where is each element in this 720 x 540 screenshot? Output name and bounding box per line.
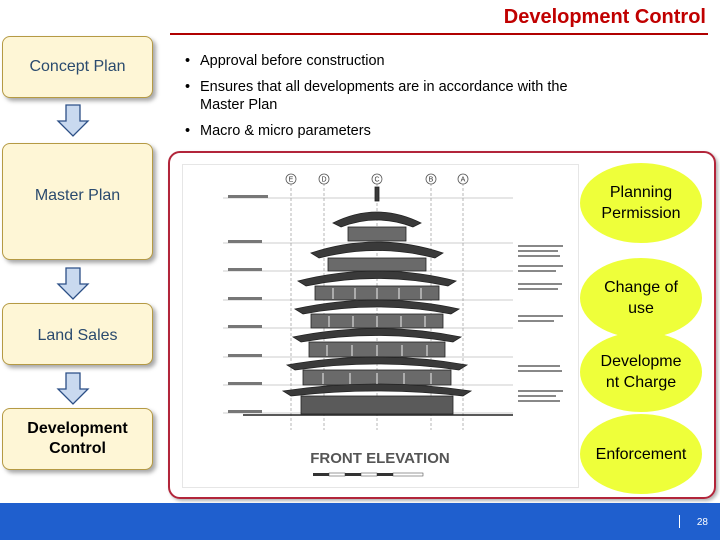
svg-text:A: A — [461, 177, 466, 184]
control-change-of-use[interactable]: Change of use — [580, 258, 702, 338]
drawing-caption: FRONT ELEVATION — [310, 450, 449, 467]
svg-text:C: C — [374, 177, 379, 184]
stage-label: Master Plan — [34, 186, 121, 204]
page-number: 28 — [696, 517, 708, 528]
footer-bar: 28 — [0, 503, 720, 540]
stage-label: Concept Plan — [29, 58, 126, 75]
stage-label: Development Control — [27, 420, 128, 457]
title-underline — [170, 33, 708, 35]
control-planning-permission[interactable]: Planning Permission — [580, 163, 702, 243]
page-number-divider — [679, 515, 680, 528]
down-arrow-icon — [56, 267, 90, 300]
bullet-item: •Approval before construction — [185, 53, 385, 69]
control-development-charge[interactable]: Development Charge — [580, 332, 702, 412]
pagoda-elevation-image: E D C B A — [223, 173, 563, 477]
svg-text:B: B — [429, 177, 434, 184]
down-arrow-icon — [56, 104, 90, 137]
front-elevation-drawing: E D C B A — [182, 164, 579, 488]
stage-master-plan[interactable]: Master Plan — [2, 143, 153, 260]
svg-text:E: E — [289, 177, 294, 184]
stage-land-sales[interactable]: Land Sales — [2, 303, 153, 365]
down-arrow-icon — [56, 372, 90, 405]
control-panel-frame — [168, 151, 716, 499]
page-title: Development Control — [503, 6, 706, 28]
svg-text:D: D — [321, 177, 326, 184]
bullet-item: •Ensures that all developments are in ac… — [185, 79, 568, 113]
stage-development-control[interactable]: Development Control — [2, 408, 153, 470]
stage-concept-plan[interactable]: Concept Plan — [2, 36, 153, 98]
bullet-item: •Macro & micro parameters — [185, 123, 371, 139]
bullet-list: •Approval before construction •Ensures t… — [185, 52, 625, 148]
stage-label: Land Sales — [37, 327, 118, 344]
control-enforcement[interactable]: Enforcement — [580, 414, 702, 494]
